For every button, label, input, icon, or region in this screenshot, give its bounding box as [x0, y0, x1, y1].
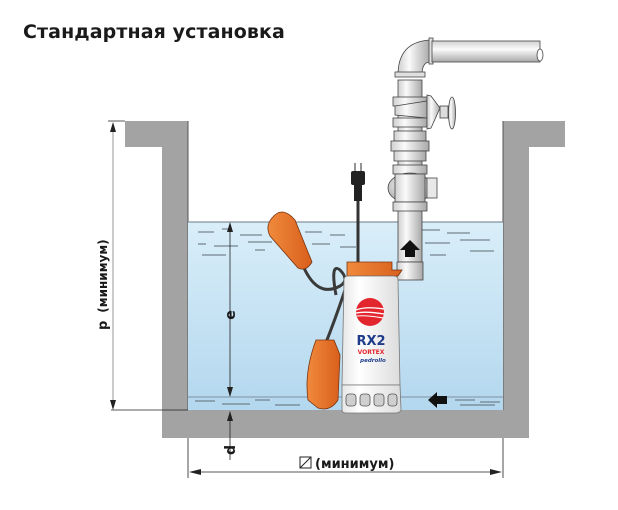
float-switch-lower — [306, 339, 341, 410]
dimension-d-label: d — [223, 445, 239, 455]
dimension-p — [108, 120, 188, 411]
arrow-up-icon — [400, 240, 420, 257]
pump-inlet-slots — [345, 393, 398, 407]
dimension-p-label: p(минимум) — [96, 239, 111, 330]
dimension-e — [227, 222, 233, 397]
dimension-e-label: e — [223, 310, 239, 320]
pump-brand: pedrollo — [359, 358, 386, 364]
dimension-d — [227, 411, 233, 460]
check-valve-icon — [387, 164, 438, 212]
float-switch-upper — [267, 211, 313, 270]
left-wall — [125, 121, 565, 438]
pump: RX2 VORTEX pedrollo — [341, 261, 403, 414]
pedrollo-logo-icon — [355, 298, 385, 326]
pump-variant: VORTEX — [358, 349, 385, 356]
pump-model: RX2 — [356, 334, 385, 349]
water-ripples — [195, 228, 500, 406]
gate-valve-icon — [392, 94, 456, 130]
dimension-width — [187, 438, 504, 478]
width-symbol-icon — [299, 456, 312, 469]
discharge-pipe — [387, 37, 544, 281]
dimension-width-label: (минимум) — [315, 457, 394, 472]
arrow-left-icon — [428, 392, 447, 408]
page-title: Стандартная установка — [23, 21, 285, 43]
power-plug-icon — [351, 163, 365, 201]
